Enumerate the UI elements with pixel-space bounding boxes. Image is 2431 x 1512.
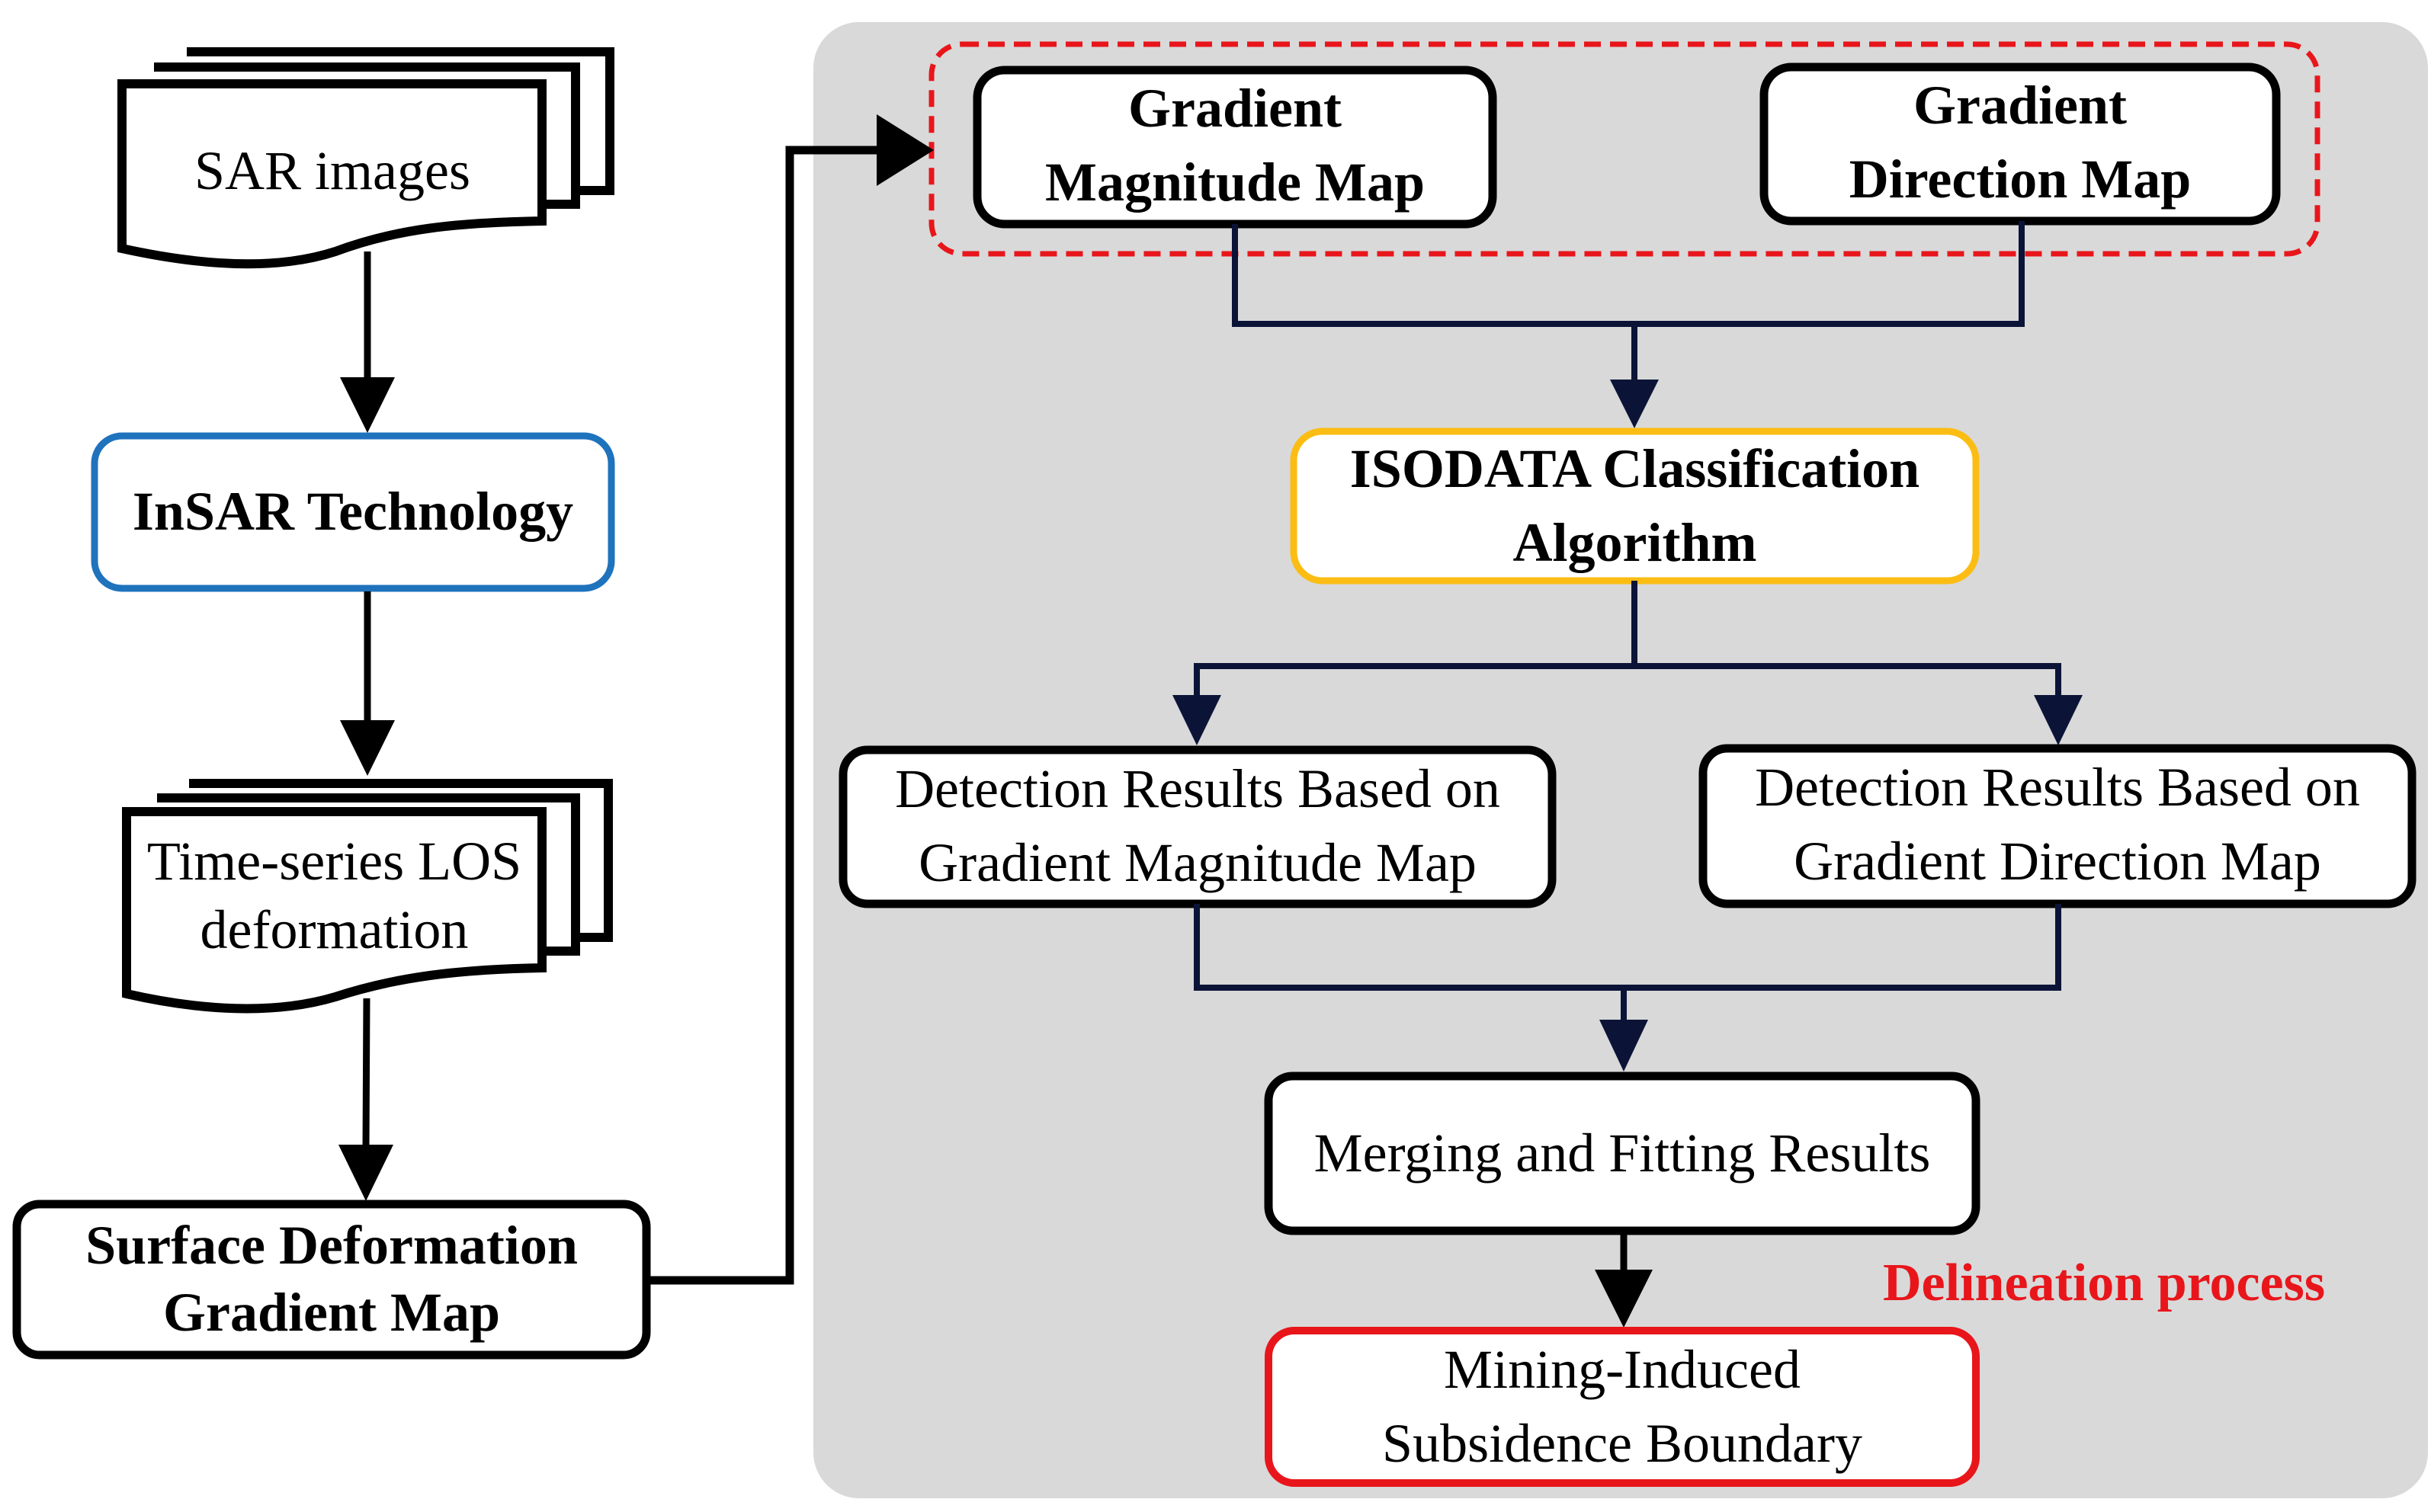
arrowhead-to-detect-magnitude — [1172, 695, 1221, 745]
insar-technology-label: InSAR Technology — [98, 439, 608, 585]
arrow-surface-to-gradient-maps — [646, 146, 884, 1285]
detection-direction-label: Detection Results Based on Gradient Dire… — [1706, 748, 2409, 901]
arrowhead-to-detect-direction — [2034, 695, 2083, 745]
delineation-panel — [813, 22, 2428, 1498]
connector-gradient-maps-merge — [1232, 221, 2025, 327]
arrowhead-to-merging — [1599, 1020, 1648, 1072]
detection-direction-line-2: Gradient Direction Map — [1794, 831, 2321, 892]
sar-images-label: SAR images — [127, 122, 538, 221]
merging-line-1: Merging and Fitting Results — [1313, 1122, 1931, 1184]
arrowhead-timeseries-to-surface — [338, 1145, 393, 1201]
delineation-process-title: Delineation process — [1883, 1254, 2326, 1312]
insar-line-1: InSAR Technology — [132, 481, 574, 543]
connector-detections-merge — [1194, 904, 2061, 991]
isodata-line-2: Algorithm — [1512, 512, 1757, 573]
detection-magnitude-line-1: Detection Results Based on — [895, 758, 1500, 819]
surface-line-2: Gradient Map — [163, 1282, 500, 1343]
boundary-line-1: Mining-Induced — [1444, 1338, 1801, 1400]
surface-line-1: Surface Deformation — [85, 1215, 578, 1277]
arrowhead-to-isodata — [1610, 380, 1659, 428]
time-series-line-2: deformation — [200, 899, 469, 960]
arrowhead-surface-to-gradient-maps — [877, 114, 934, 186]
detection-direction-line-1: Detection Results Based on — [1755, 756, 2360, 818]
arrowhead-sar-to-insar — [340, 377, 395, 433]
gradient-magnitude-line-2: Magnitude Map — [1044, 152, 1426, 213]
subsidence-boundary-label: Mining-Induced Subsidence Boundary — [1272, 1331, 1973, 1483]
connector-isodata-split — [1194, 581, 1637, 700]
insar-technology-box — [91, 432, 615, 592]
sar-images-line-1: SAR images — [194, 140, 470, 202]
time-series-label: Time-series LOS deformation — [127, 823, 542, 968]
surface-deformation-label: Surface Deformation Gradient Map — [20, 1207, 643, 1352]
arrowhead-merging-to-boundary — [1595, 1270, 1653, 1328]
gradient-direction-line-1: Gradient — [1913, 74, 2127, 136]
gradient-magnitude-line-1: Gradient — [1128, 77, 1342, 139]
sar-images-document-stack — [117, 47, 614, 269]
gradient-direction-line-2: Direction Map — [1849, 149, 2192, 210]
boundary-line-2: Subsidence Boundary — [1382, 1413, 1862, 1474]
time-series-document-stack — [122, 779, 613, 1014]
gradient-magnitude-label: Gradient Magnitude Map — [980, 70, 1490, 221]
isodata-label: ISODATA Classification Algorithm — [1297, 431, 1973, 581]
detection-magnitude-line-2: Gradient Magnitude Map — [919, 832, 1477, 893]
detection-magnitude-label: Detection Results Based on Gradient Magn… — [846, 750, 1549, 902]
merging-fitting-label: Merging and Fitting Results — [1272, 1076, 1973, 1231]
subsidence-boundary-box — [1265, 1327, 1980, 1487]
connector-isodata-split-right — [1634, 663, 2061, 700]
arrowhead-insar-to-timeseries — [340, 720, 395, 776]
arrow-timeseries-to-surface — [362, 998, 370, 1150]
time-series-line-1: Time-series LOS — [146, 831, 522, 892]
gradient-direction-label: Gradient Direction Map — [1767, 67, 2273, 218]
isodata-line-1: ISODATA Classification — [1349, 437, 1920, 499]
